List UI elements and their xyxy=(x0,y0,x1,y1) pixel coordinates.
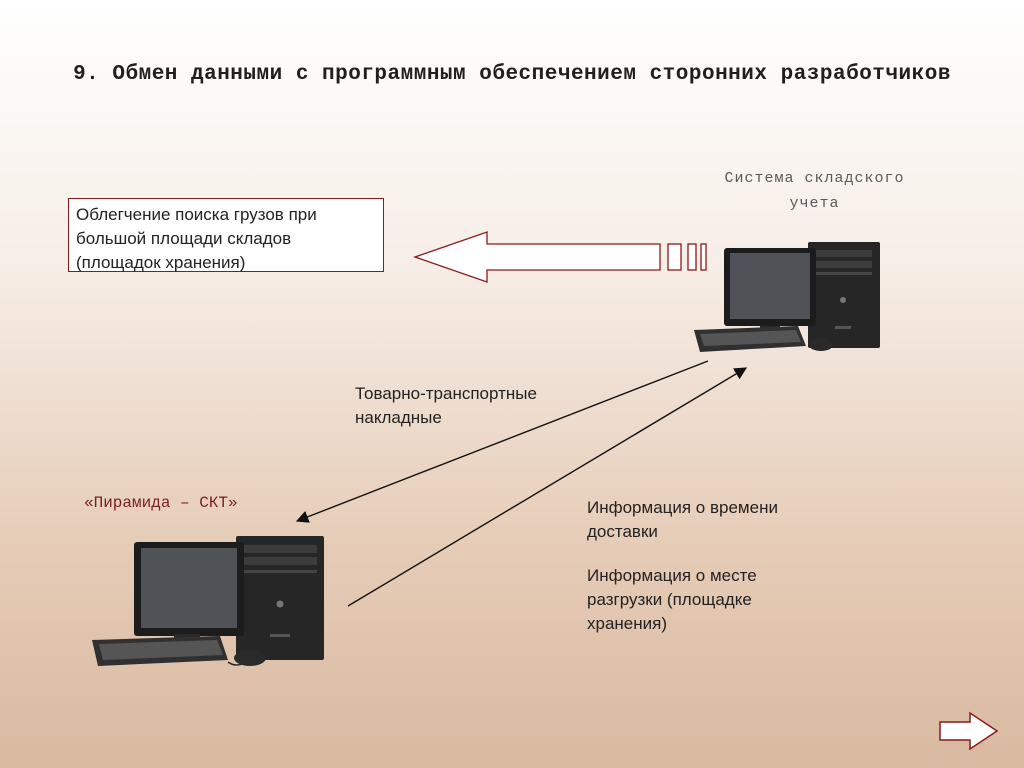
pyramid-skt-label: «Пирамида – СКТ» xyxy=(84,494,238,512)
delivery-time-label: Информация о времени доставки xyxy=(587,498,778,541)
computer-icon xyxy=(92,536,324,666)
waybills-label: Товарно-транспортные накладные xyxy=(355,384,537,427)
arrow-to-pyramid xyxy=(295,360,709,523)
slide-title: 9. Обмен данными с программным обеспечен… xyxy=(73,63,951,86)
benefit-box: Облегчение поиска грузов при большой пло… xyxy=(68,198,384,272)
big-arrow-left-icon xyxy=(413,231,707,283)
next-slide-arrow-icon[interactable] xyxy=(939,711,999,751)
warehouse-system-label: Система складского учета xyxy=(724,170,905,212)
unload-place-label: Информация о месте разгрузки (площадке х… xyxy=(587,566,757,633)
computer-icon xyxy=(694,242,880,352)
arrow-to-warehouse xyxy=(347,367,748,607)
